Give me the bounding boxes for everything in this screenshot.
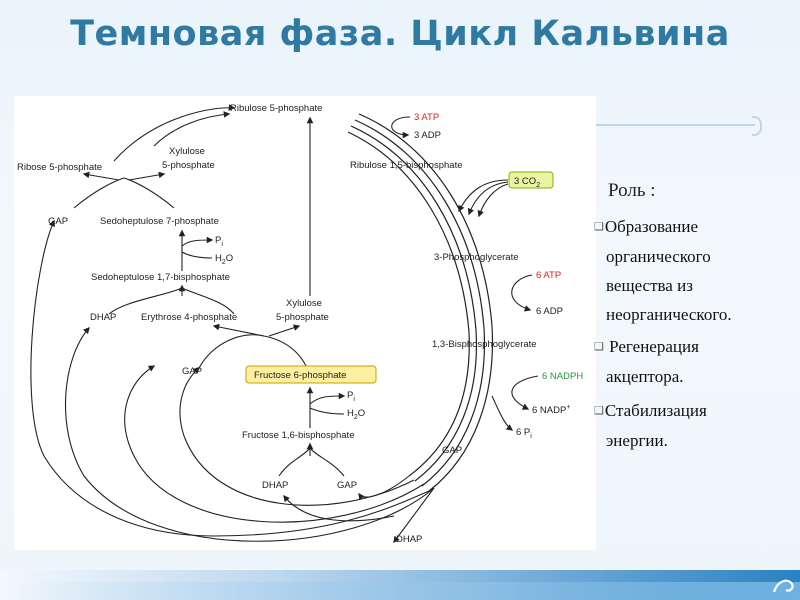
role-item-1-line-3: вещества из [606,276,693,295]
corner-swirl-icon [772,579,794,593]
arrow-h2o-2 [309,407,345,415]
bullet-icon: ❑ [594,341,604,353]
co2-box [508,171,554,189]
label-ribose-5-phosphate: Ribose 5-phosphate [17,162,102,173]
return-arcs [30,219,435,544]
role-item-2: ❑ Регенерация акцептора. [594,332,784,391]
label-xylulose-mid-2: 5-phosphate [276,312,329,323]
label-erythrose-4-phosphate: Erythrose 4-phosphate [141,312,237,323]
label-gap-right: GAP [442,445,462,456]
arrow-to-xylulose-mid [268,324,301,337]
label-h2o-2: H2O [347,408,365,421]
label-pi-1: Pi [215,235,223,248]
label-dhap-out: DHAP [396,534,422,545]
decorative-curl [752,116,762,136]
role-item-2-line-2: акцептора. [606,367,684,386]
role-item-1-line-2: органического [606,247,711,266]
role-item-1-line-4: неорганического. [606,305,732,324]
label-3-adp: 3 ADP [414,130,441,141]
label-fructose-6-phosphate: Fructose 6-phosphate [254,370,346,381]
fructose-6-phosphate-box [245,365,377,384]
label-ribulose-1-5-bisphosphate: Ribulose 1,5-bisphosphate [350,160,463,171]
role-item-1-line-1: Образование [604,217,699,236]
co2-arrows [458,179,509,218]
label-dhap-left: DHAP [90,312,116,323]
arrow-h2o-1 [181,251,213,259]
arrow-to-ribose5p [82,171,120,181]
slide-title: Темновая фаза. Цикл Кальвина [70,14,730,54]
arrow-pi-release-1 [181,236,214,247]
pi-arrow-right [491,395,514,431]
label-ribulose-5-phosphate: Ribulose 5-phosphate [230,103,322,114]
label-dhap-bottom: DHAP [262,480,288,491]
label-xylulose-mid-1: Xylulose [286,298,322,309]
label-gap-mid: GAP [182,366,202,377]
bottom-decorative-gradient [0,582,800,600]
calvin-cycle-svg: Ribulose 5-phosphate 3 ATP 3 ADP Ribulos… [17,103,583,545]
label-3-atp: 3 ATP [414,112,439,123]
arrow-to-ribulose5p-mid [153,111,231,147]
label-6-adp: 6 ADP [536,306,563,317]
arrow-to-dhap-bottom [283,494,395,522]
merge-arrow-sedo17bp [108,287,235,315]
main-cycle-arrow [347,113,494,492]
label-gap-bottom: GAP [337,480,357,491]
role-item-3: ❑Стабилизация энергии. [594,396,784,455]
label-h2o-1: H2O [215,253,233,266]
label-sedoheptulose-1-7-bisphosphate: Sedoheptulose 1,7-bisphosphate [91,272,230,283]
label-xylulose-top-2: 5-phosphate [162,160,215,171]
atp-adp-arrow-right [511,274,533,312]
label-1-3-bisphosphoglycerate: 1,3-Bisphosphoglycerate [432,339,537,350]
decorative-line [590,124,755,126]
bullet-icon: ❑ [594,221,604,233]
label-xylulose-top-1: Xylulose [169,146,205,157]
role-item-2-line-1: Регенерация [609,337,699,356]
label-pi-2: Pi [347,390,355,403]
role-item-3-line-1: Стабилизация [604,401,707,420]
label-6-nadp: 6 NADP+ [532,404,570,416]
role-item-3-line-2: энергии. [606,431,668,450]
label-6-nadph: 6 NADPH [542,371,583,382]
label-3-phosphoglycerate: 3-Phosphoglycerate [434,252,519,263]
arrow-to-gap-bottom [358,475,410,501]
arrow-to-erythrose [212,323,265,337]
arrow-pi-release-2 [309,392,346,405]
atp-adp-arrow-top [391,116,411,139]
label-sedoheptulose-7-phosphate: Sedoheptulose 7-phosphate [100,216,219,227]
label-gap-left: GAP [48,216,68,227]
merge-arrow-f16bp [278,447,345,477]
label-fructose-1-6-bisphosphate: Fructose 1,6-bisphosphate [242,430,354,441]
bullet-icon: ❑ [594,405,604,417]
calvin-cycle-diagram: Ribulose 5-phosphate 3 ATP 3 ADP Ribulos… [14,96,596,550]
role-heading: Роль : [608,180,656,201]
label-3-co2: 3 CO2 [514,176,540,189]
label-6-atp: 6 ATP [536,270,561,281]
split-arrow-sedo [73,177,175,209]
arrow-to-ribulose5p-left [113,104,236,162]
label-6-pi: 6 Pi [516,427,532,440]
arrow-to-xylulose-top [128,171,166,181]
role-item-1: ❑Образование органического вещества из н… [594,212,784,329]
nadph-arrow [511,375,539,410]
